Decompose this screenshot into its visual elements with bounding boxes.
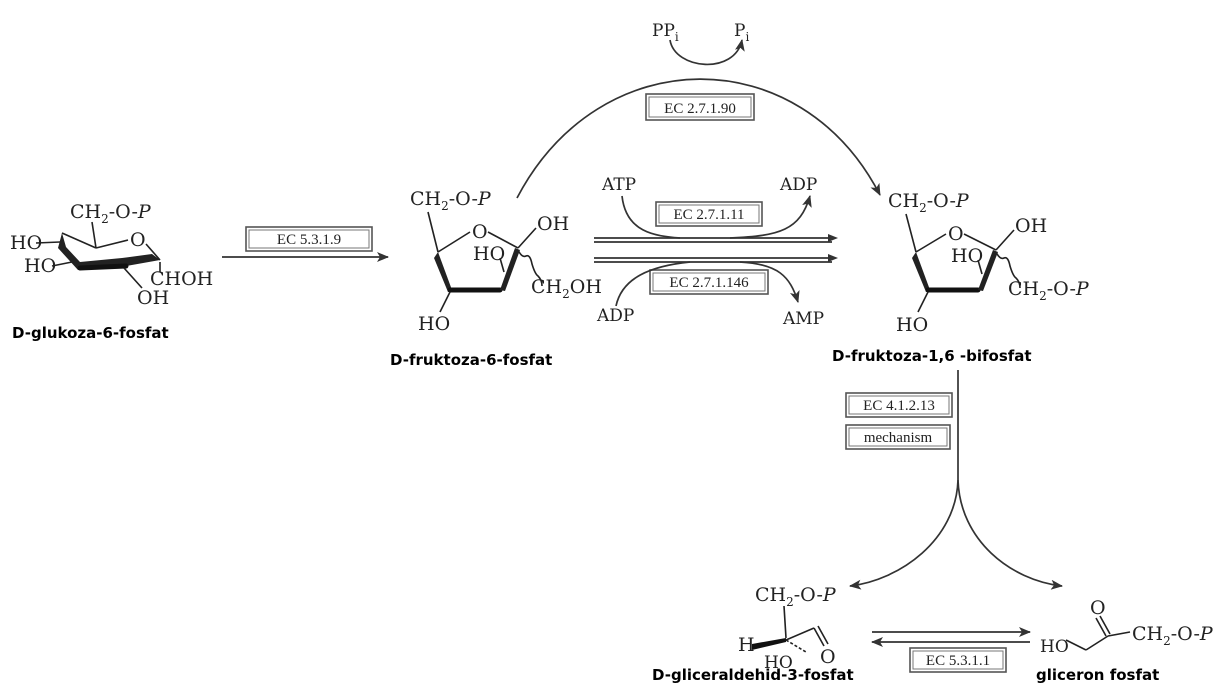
- svg-text:CH2-O-P: CH2-O-P: [1008, 278, 1090, 303]
- f16bp-p2: P: [1075, 278, 1090, 300]
- pfk-step: ATP ADP EC 2.7.1.11 EC 2.7.1.146 ADP AMP: [594, 175, 838, 329]
- dhap-p: P: [1199, 623, 1214, 645]
- f16bp-oh: OH: [1015, 215, 1047, 237]
- g6p-p: P: [137, 201, 152, 223]
- f6p-ch2oh: CH: [531, 276, 562, 298]
- gap-o-label: O: [820, 646, 836, 668]
- f6p-oh: OH: [537, 213, 569, 235]
- f16bp-ring-o: O: [948, 223, 964, 245]
- glyceraldehyde-3-phosphate-structure: CH2-O-P H O HO D-gliceraldehid-3-fosfat: [652, 584, 854, 684]
- svg-text:PPi: PPi: [652, 21, 679, 44]
- f6p-sub2: 2: [441, 199, 449, 213]
- svg-text:Pi: Pi: [734, 21, 749, 44]
- pi-label: P: [734, 21, 745, 41]
- ec-27111-label: EC 2.7.1.11: [673, 207, 744, 223]
- pi-sub: i: [745, 30, 749, 44]
- f16bp-p: P: [955, 190, 970, 212]
- svg-text:CH2-O-P: CH2-O-P: [70, 201, 152, 226]
- triose-isomerase-step: EC 5.3.1.1: [871, 627, 1031, 673]
- adp-bottom-label: ADP: [596, 306, 634, 326]
- f6p-oh-tail: OH: [570, 276, 602, 298]
- dhap-ho: HO: [1040, 637, 1069, 657]
- g6p-o: -O-: [109, 201, 138, 223]
- svg-text:CH2-O-P: CH2-O-P: [1132, 623, 1214, 648]
- f6p-ch2: CH: [410, 188, 441, 210]
- fructose-6-phosphate-structure: CH2-O-P O OH HO CH2OH HO D-fruktoza-6-fo…: [390, 188, 602, 369]
- f16bp-ho-bottom: HO: [896, 314, 928, 336]
- dhap-caption: gliceron fosfat: [1036, 666, 1159, 684]
- g6p-chohh: CHOH: [150, 268, 213, 290]
- dihydroxyacetone-phosphate-structure: O CH2-O-P HO gliceron fosfat: [1036, 597, 1214, 684]
- fructose-bisphosphate-structure: CH2-O-P O OH HO CH2-O-P HO D-fruktoza-1,…: [832, 190, 1090, 365]
- svg-text:CH2-O-P: CH2-O-P: [888, 190, 970, 215]
- ec-27190-label: EC 2.7.1.90: [664, 101, 736, 117]
- f6p-o: -O-: [449, 188, 478, 210]
- g6p-caption: D-glukoza-6-fosfat: [12, 324, 169, 342]
- f6p-caption: D-fruktoza-6-fosfat: [390, 351, 552, 369]
- ec-41213-label: EC 4.1.2.13: [863, 398, 935, 414]
- g6p-ring-o: O: [130, 229, 146, 251]
- gap-o: -O-: [794, 584, 823, 606]
- f16bp-ch2b: CH: [1008, 278, 1039, 300]
- gap-h: H: [738, 634, 755, 656]
- gap-p: P: [822, 584, 837, 606]
- svg-text:CH2-O-P: CH2-O-P: [755, 584, 837, 609]
- gap-ch2: CH: [755, 584, 786, 606]
- gap-ho: HO: [764, 653, 793, 673]
- svg-text:CH2OH: CH2OH: [531, 276, 602, 301]
- dhap-o: O: [1090, 597, 1106, 619]
- f16bp-ch2: CH: [888, 190, 919, 212]
- dhap-sub2: 2: [1163, 634, 1171, 648]
- ppi-label: PP: [652, 21, 675, 41]
- g6p-sub2: 2: [101, 212, 109, 226]
- ec-271146-label: EC 2.7.1.146: [669, 275, 749, 291]
- svg-text:CH2-O-P: CH2-O-P: [410, 188, 492, 213]
- f6p-ho-bottom: HO: [418, 313, 450, 335]
- f16bp-sub2b: 2: [1039, 289, 1047, 303]
- ppi-sub: i: [675, 30, 679, 44]
- adp-top-label: ADP: [779, 175, 817, 195]
- amp-label: AMP: [782, 309, 824, 329]
- gap-caption: D-gliceraldehid-3-fosfat: [652, 666, 854, 684]
- f6p-sub2b: 2: [562, 287, 570, 301]
- isomerase-step: EC 5.3.1.9: [222, 226, 389, 262]
- ec-5319-label: EC 5.3.1.9: [277, 232, 341, 248]
- f16bp-o2: -O-: [1047, 278, 1076, 300]
- f16bp-sub2: 2: [919, 201, 927, 215]
- dhap-ch2: CH: [1132, 623, 1163, 645]
- ec-5311-label: EC 5.3.1.1: [926, 653, 990, 669]
- gap-sub2: 2: [786, 595, 794, 609]
- f6p-ho-inner: HO: [473, 243, 505, 265]
- f16bp-o: -O-: [927, 190, 956, 212]
- dhap-o-p: -O-: [1171, 623, 1200, 645]
- f16bp-ho-inner: HO: [951, 245, 983, 267]
- f6p-p: P: [477, 188, 492, 210]
- g6p-ch2: CH: [70, 201, 101, 223]
- mechanism-label: mechanism: [864, 430, 933, 446]
- glucose-6-phosphate-structure: CH2-O-P O HO HO CHOH OH D-glukoza-6-fosf…: [10, 201, 213, 342]
- atp-label: ATP: [601, 175, 636, 195]
- g6p-oh: OH: [137, 287, 169, 309]
- aldolase-step: EC 4.1.2.13 mechanism: [845, 370, 1063, 590]
- f6p-ring-o: O: [472, 221, 488, 243]
- f16bp-caption: D-fruktoza-1,6 -bifosfat: [832, 347, 1032, 365]
- pfp-bypass-step: PPi Pi EC 2.7.1.90: [516, 21, 881, 199]
- g6p-ho-2: HO: [24, 255, 56, 277]
- g6p-ho-1: HO: [10, 232, 42, 254]
